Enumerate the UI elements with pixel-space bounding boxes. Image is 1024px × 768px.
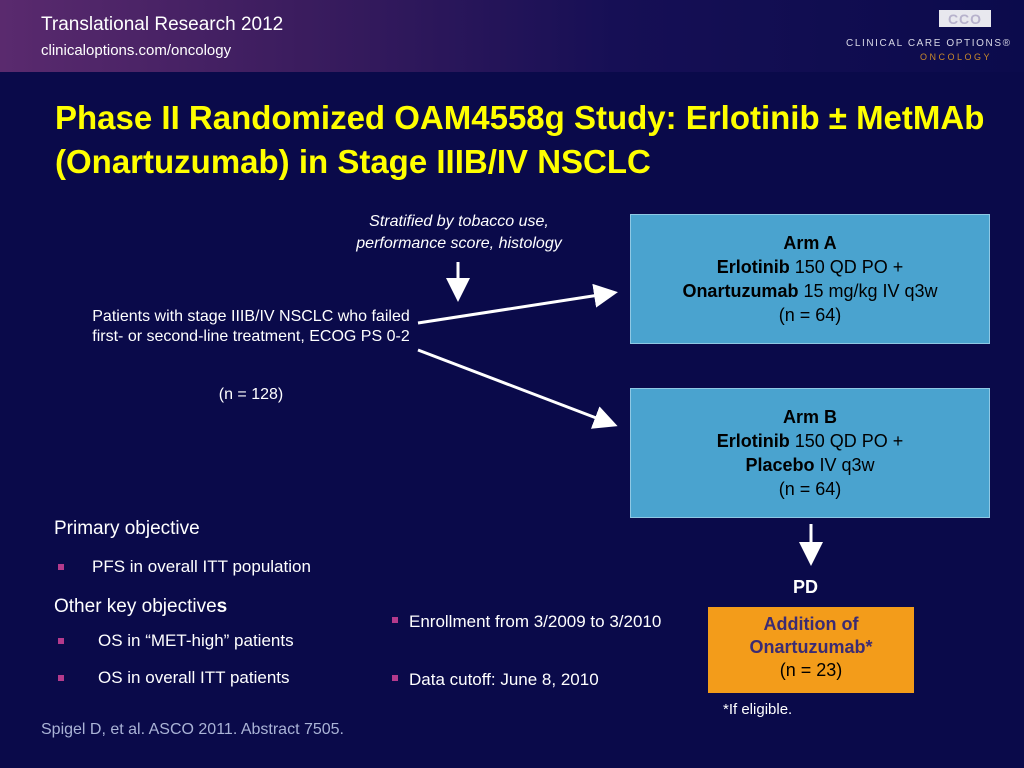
slide-title: Phase II Randomized OAM4558g Study: Erlo… — [55, 99, 985, 180]
primary-objective-heading: Primary objective — [54, 518, 200, 539]
other-objective-item: OS in “MET-high” patients — [98, 631, 294, 650]
arm-a-title: Arm A — [783, 233, 837, 253]
arm-b-dose1: 150 QD PO + — [794, 431, 904, 451]
citation: Spigel D, et al. ASCO 2011. Abstract 750… — [41, 721, 344, 738]
arm-a-arrow — [417, 283, 618, 325]
arm-b-box: Arm B Erlotinib 150 QD PO + Placebo IV q… — [630, 388, 990, 518]
arm-a-box: Arm A Erlotinib 150 QD PO + Onartuzumab … — [630, 214, 990, 344]
header-bar: Translational Research 2012 clinicalopti… — [0, 0, 1024, 72]
stratification-note: Stratified by tobacco use, performance s… — [356, 213, 562, 252]
patient-population: Patients with stage IIIB/IV NSCLC who fa… — [92, 308, 410, 345]
arm-b-drug2: Placebo — [745, 455, 815, 475]
arm-a-dose2: 15 mg/kg IV q3w — [803, 281, 938, 301]
bullet-icon — [392, 617, 398, 623]
bullet-icon — [58, 675, 64, 681]
patient-count: (n = 128) — [218, 386, 284, 403]
arm-a-dose1: 150 QD PO + — [794, 257, 904, 277]
arm-b-title: Arm B — [782, 407, 837, 427]
addition-box: Addition of Onartuzumab* (n = 23) — [708, 607, 914, 693]
cco-logo: CCO — [939, 10, 991, 27]
bullet-icon — [392, 675, 398, 681]
logo-subtitle: ONCOLOGY — [920, 52, 993, 62]
primary-objective-item: PFS in overall ITT population — [92, 557, 311, 576]
arm-b-arrow — [417, 348, 618, 429]
arm-b-dose2: IV q3w — [819, 455, 875, 475]
enrollment-item: Enrollment from 3/2009 to 3/2010 — [409, 612, 662, 631]
arm-a-drug2: Onartuzumab — [682, 281, 799, 301]
addition-n: (n = 23) — [779, 660, 843, 680]
other-objectives-heading-text: Other key objective — [54, 596, 217, 617]
site-url: clinicaloptions.com/oncology — [41, 42, 232, 59]
logo-mark: CCO — [947, 10, 983, 27]
arm-a-n: (n = 64) — [778, 305, 842, 325]
logo-name: CLINICAL CARE OPTIONS® — [846, 38, 1012, 49]
arm-a-drug1: Erlotinib — [716, 257, 790, 277]
other-objectives-heading: Other key objectives — [54, 596, 227, 618]
eligibility-footnote: *If eligible. — [723, 701, 793, 718]
conference-title: Translational Research 2012 — [41, 14, 284, 35]
pd-label: PD — [793, 577, 819, 597]
arm-b-drug1: Erlotinib — [716, 431, 790, 451]
bullet-icon — [58, 564, 64, 570]
other-objectives-heading-suffix: s — [216, 596, 228, 617]
bullet-icon — [58, 638, 64, 644]
data-cutoff-item: Data cutoff: June 8, 2010 — [409, 670, 599, 689]
other-objective-item: OS in overall ITT patients — [98, 668, 290, 687]
addition-title: Addition of Onartuzumab* — [749, 614, 873, 657]
arm-b-n: (n = 64) — [778, 479, 842, 499]
